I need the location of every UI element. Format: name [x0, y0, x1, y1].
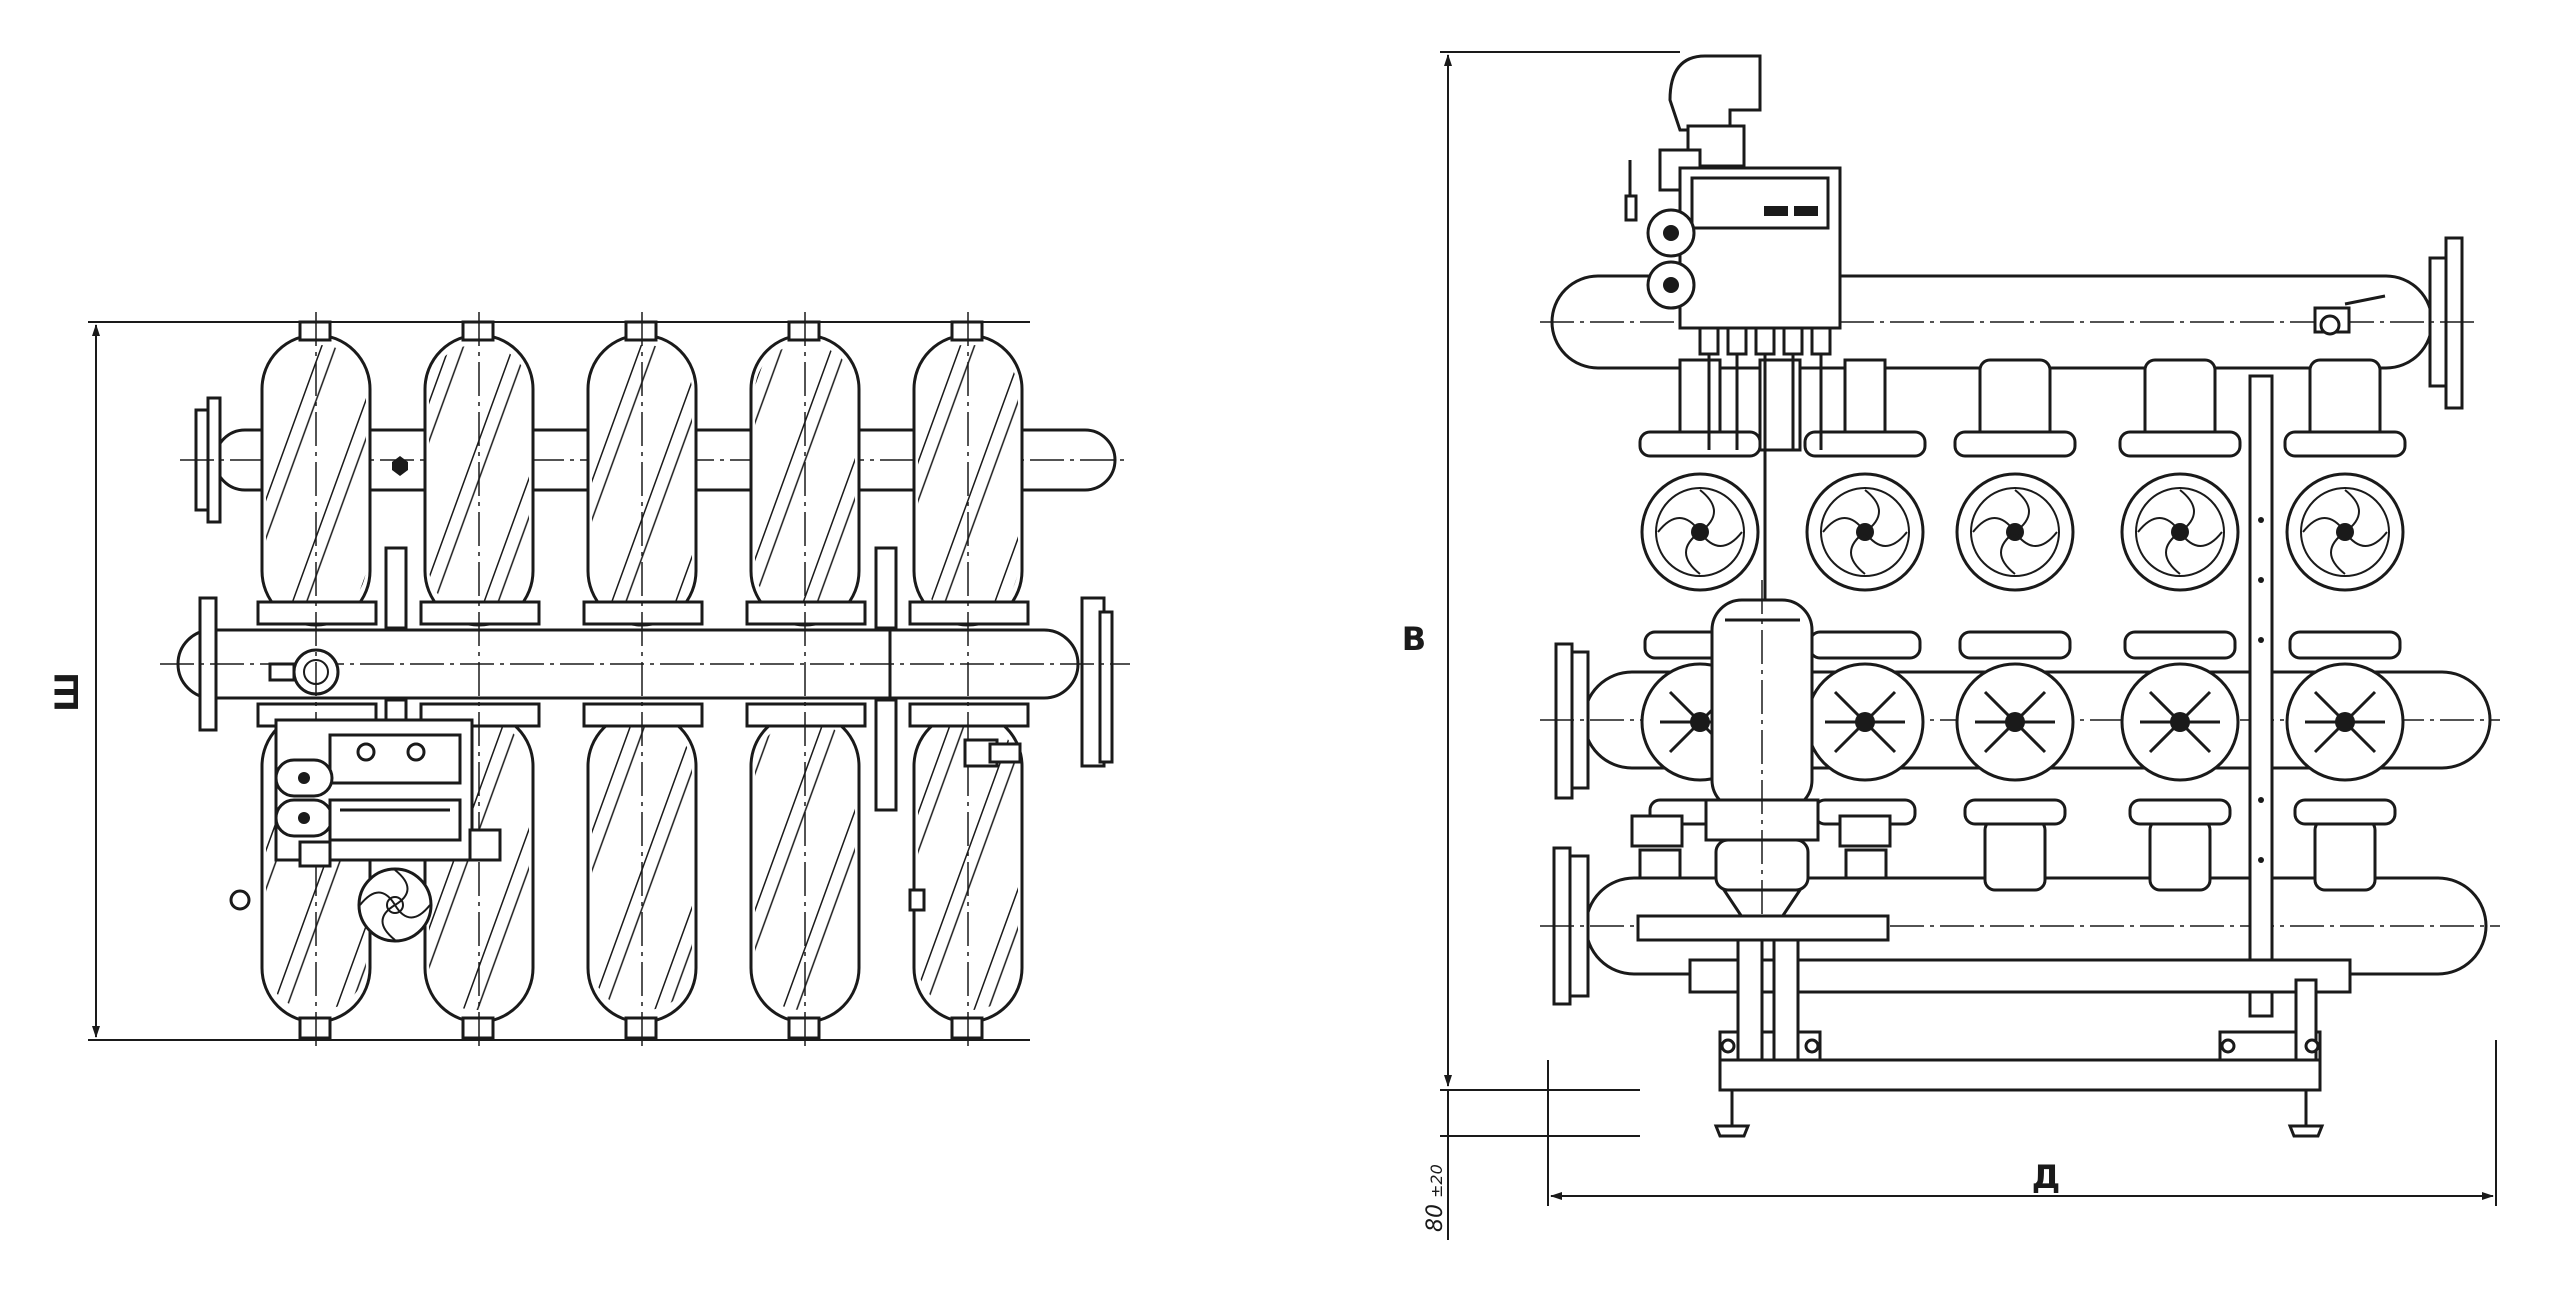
center-canister [1704, 580, 1820, 940]
filter-column [582, 312, 704, 1046]
clearance-value: 80 [1423, 1204, 1448, 1232]
filter-column [745, 312, 867, 1046]
length-dimension: Д [1547, 1040, 2497, 1206]
top-control-unit [1624, 54, 1842, 330]
height-dimension: В [1402, 51, 1680, 1091]
backflush-valve [2283, 430, 2407, 826]
filter-canisters [256, 312, 1030, 1046]
backflush-valve [2118, 430, 2242, 826]
top-view: Ш [48, 312, 1130, 1046]
width-label: Ш [48, 672, 86, 712]
side-valve [229, 738, 1022, 912]
foot-clearance-dimension: 80±20 [1423, 1090, 1640, 1240]
clearance-tolerance: ±20 [1427, 1164, 1446, 1198]
front-view: В 80±20 Д [1402, 51, 2500, 1240]
filter-column [908, 312, 1030, 1046]
height-label: В [1402, 620, 1426, 658]
clearance-text: 80±20 [1423, 1164, 1448, 1232]
backflush-valve [1953, 430, 2077, 826]
impeller [357, 867, 433, 943]
base-frame [1636, 914, 2352, 1138]
width-dimension: Ш [48, 321, 1030, 1041]
vertical-post [2248, 374, 2274, 1018]
command-tubes [1698, 326, 1832, 600]
side-fittings [1630, 814, 1892, 880]
control-box [274, 718, 502, 868]
length-label: Д [2032, 1158, 2061, 1196]
